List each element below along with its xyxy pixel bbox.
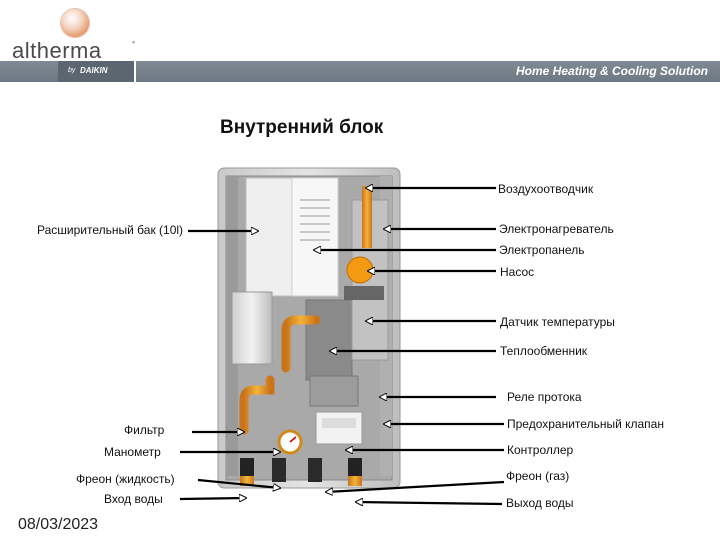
label-pump: Насос: [500, 265, 535, 279]
label-air-vent: Воздухоотводчик: [498, 182, 594, 196]
component-blocks: [309, 375, 363, 445]
daikin-logo: DAIKIN: [80, 66, 108, 75]
arrow-freon-gas: [326, 480, 505, 492]
label-freon-liquid: Фреон (жидкость): [76, 472, 175, 486]
page-title: Внутренний блок: [220, 117, 384, 138]
header-tagline: Home Heating & Cooling Solution: [516, 64, 708, 78]
arrow-water-out: [356, 502, 503, 504]
brand-name: altherma: [12, 38, 102, 63]
expansion-tank-shape: [231, 291, 273, 365]
copper-pipes: [239, 295, 385, 445]
arrow-water-in: [179, 498, 246, 499]
label-controller: Контроллер: [507, 443, 574, 457]
label-expansion-tank: Расширительный бак (10l): [37, 223, 184, 237]
daikin-tag: [58, 61, 136, 82]
heater-cylinder-shape: [344, 186, 389, 361]
registered-mark: °: [132, 40, 136, 49]
footer-date: 08/03/2023: [18, 516, 99, 533]
header-bar: [0, 61, 720, 82]
bottom-connectors: [240, 458, 362, 486]
label-freon-gas: Фреон (газ): [506, 469, 570, 483]
altherma-logo: altherma °: [10, 6, 140, 66]
label-temp-sensor: Датчик температуры: [500, 315, 615, 329]
label-water-in: Вход воды: [104, 492, 163, 506]
logo-sphere-icon: [60, 8, 90, 38]
electric-panel-shape: [245, 177, 339, 297]
leader-arrows: [179, 188, 505, 504]
manometer-gauge-icon: [277, 429, 303, 455]
label-heat-exchanger: Теплообменник: [500, 344, 588, 358]
by-text: by: [68, 67, 76, 74]
arrow-freon-liquid: [197, 478, 280, 488]
label-safety-valve: Предохранительный клапан: [507, 417, 664, 431]
label-manometer: Манометр: [104, 445, 161, 459]
label-electric-heater: Электронагреватель: [499, 222, 614, 236]
label-flow-relay: Реле протока: [507, 390, 582, 404]
label-water-out: Выход воды: [506, 496, 574, 510]
heat-exchanger-shape: [305, 299, 353, 381]
label-filter: Фильтр: [124, 423, 165, 437]
label-electric-panel: Электропанель: [499, 243, 585, 257]
